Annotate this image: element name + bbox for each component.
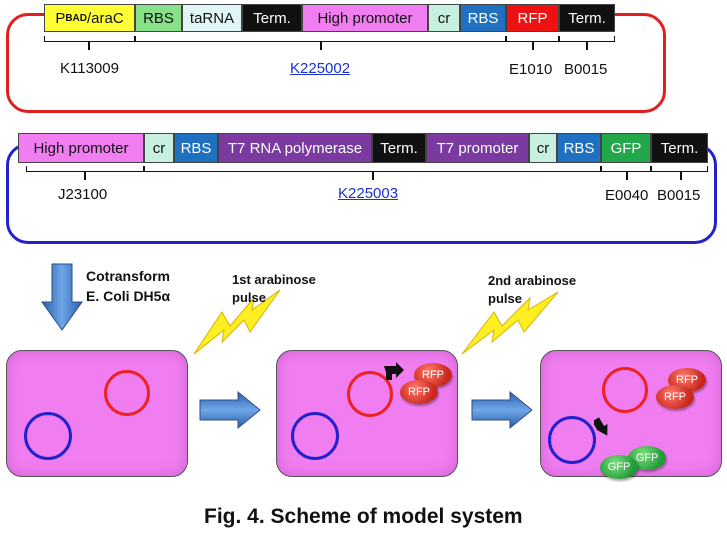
bracket-b0015-1-tick (586, 42, 588, 50)
part-gfp: GFP (601, 133, 651, 163)
bracket-k113009 (44, 36, 135, 42)
lightning-bolt-icon-1 (193, 289, 281, 355)
plasmid1-circle-cell2 (347, 371, 393, 417)
bracket-k113009-tick (88, 42, 90, 50)
part-rbs-3: RBS (174, 133, 218, 163)
part-cr-3: cr (529, 133, 557, 163)
part-term-1: Term. (242, 4, 302, 32)
part-rbs-4: RBS (557, 133, 601, 163)
expression-arrow-icon-1 (384, 362, 404, 380)
cell-initial (6, 350, 188, 477)
rfp-protein-cell2-2: RFP (400, 380, 438, 404)
right-arrow-icon-1 (199, 390, 261, 430)
plasmid1-circle-cell1 (104, 370, 150, 416)
part-term-3: Term. (372, 133, 426, 163)
part-term-4: Term. (651, 133, 708, 163)
cotransform-label: Cotransform (86, 268, 171, 284)
bracket-k225002 (135, 36, 506, 42)
bracket-b0015-2-tick (680, 172, 682, 180)
plasmid2-circle-cell1 (24, 412, 72, 460)
part-cr-2: cr (144, 133, 174, 163)
part-pbad-text: P (55, 9, 66, 27)
rfp-protein-cell3-2: RFP (656, 385, 694, 409)
pulse1-label-2: pulse (232, 290, 266, 305)
part-cr-1: cr (428, 4, 460, 32)
label-e1010: E1010 (509, 61, 553, 78)
bracket-e0040-tick (626, 172, 628, 180)
bracket-j23100 (26, 166, 144, 172)
gfp-protein-cell3-2: GFP (600, 455, 638, 479)
bracket-e0040 (601, 166, 651, 172)
right-arrow-icon-2 (471, 390, 533, 430)
bracket-e1010-tick (532, 42, 534, 50)
part-rbs-2: RBS (460, 4, 506, 32)
label-j23100: J23100 (58, 186, 108, 203)
lightning-bolt-icon-2 (461, 291, 559, 355)
part-arac-text: /araC (87, 9, 124, 27)
bracket-k225003-tick (372, 172, 374, 180)
figure-caption: Fig. 4. Scheme of model system (204, 505, 523, 528)
part-rfp: RFP (506, 4, 559, 32)
strain-label: E. Coli DH5α (86, 288, 171, 304)
pulse2-label-2: pulse (488, 291, 522, 306)
bracket-b0015-1 (559, 36, 615, 42)
part-high-promoter-2: High promoter (18, 133, 144, 163)
part-high-promoter-1: High promoter (302, 4, 428, 32)
part-rbs-1: RBS (135, 4, 182, 32)
label-b0015-2: B0015 (657, 187, 701, 204)
bracket-b0015-2 (651, 166, 708, 172)
link-k225003[interactable]: K225003 (338, 185, 399, 202)
plasmid1-circle-cell3 (602, 367, 648, 413)
label-e0040: E0040 (605, 187, 649, 204)
down-arrow-icon (41, 263, 83, 331)
bracket-j23100-tick (84, 172, 86, 180)
label-b0015-1: B0015 (564, 61, 608, 78)
part-tarna: taRNA (182, 4, 242, 32)
plasmid2-circle-cell2 (291, 412, 339, 460)
pulse1-label: 1st arabinose (232, 272, 316, 287)
link-k225002[interactable]: K225002 (290, 60, 351, 77)
part-term-2: Term. (559, 4, 615, 32)
part-pbad-sub: BAD (65, 12, 87, 24)
bracket-k225002-tick (320, 42, 322, 50)
bracket-k225003 (144, 166, 601, 172)
part-t7-rna-polymerase: T7 RNA polymerase (218, 133, 372, 163)
plasmid2-circle-cell3 (548, 416, 596, 464)
expression-arrow-icon-2 (594, 417, 608, 436)
label-k113009: K113009 (60, 60, 119, 77)
pulse2-label: 2nd arabinose (488, 273, 577, 288)
part-t7-promoter: T7 promoter (426, 133, 529, 163)
bracket-e1010 (506, 36, 559, 42)
